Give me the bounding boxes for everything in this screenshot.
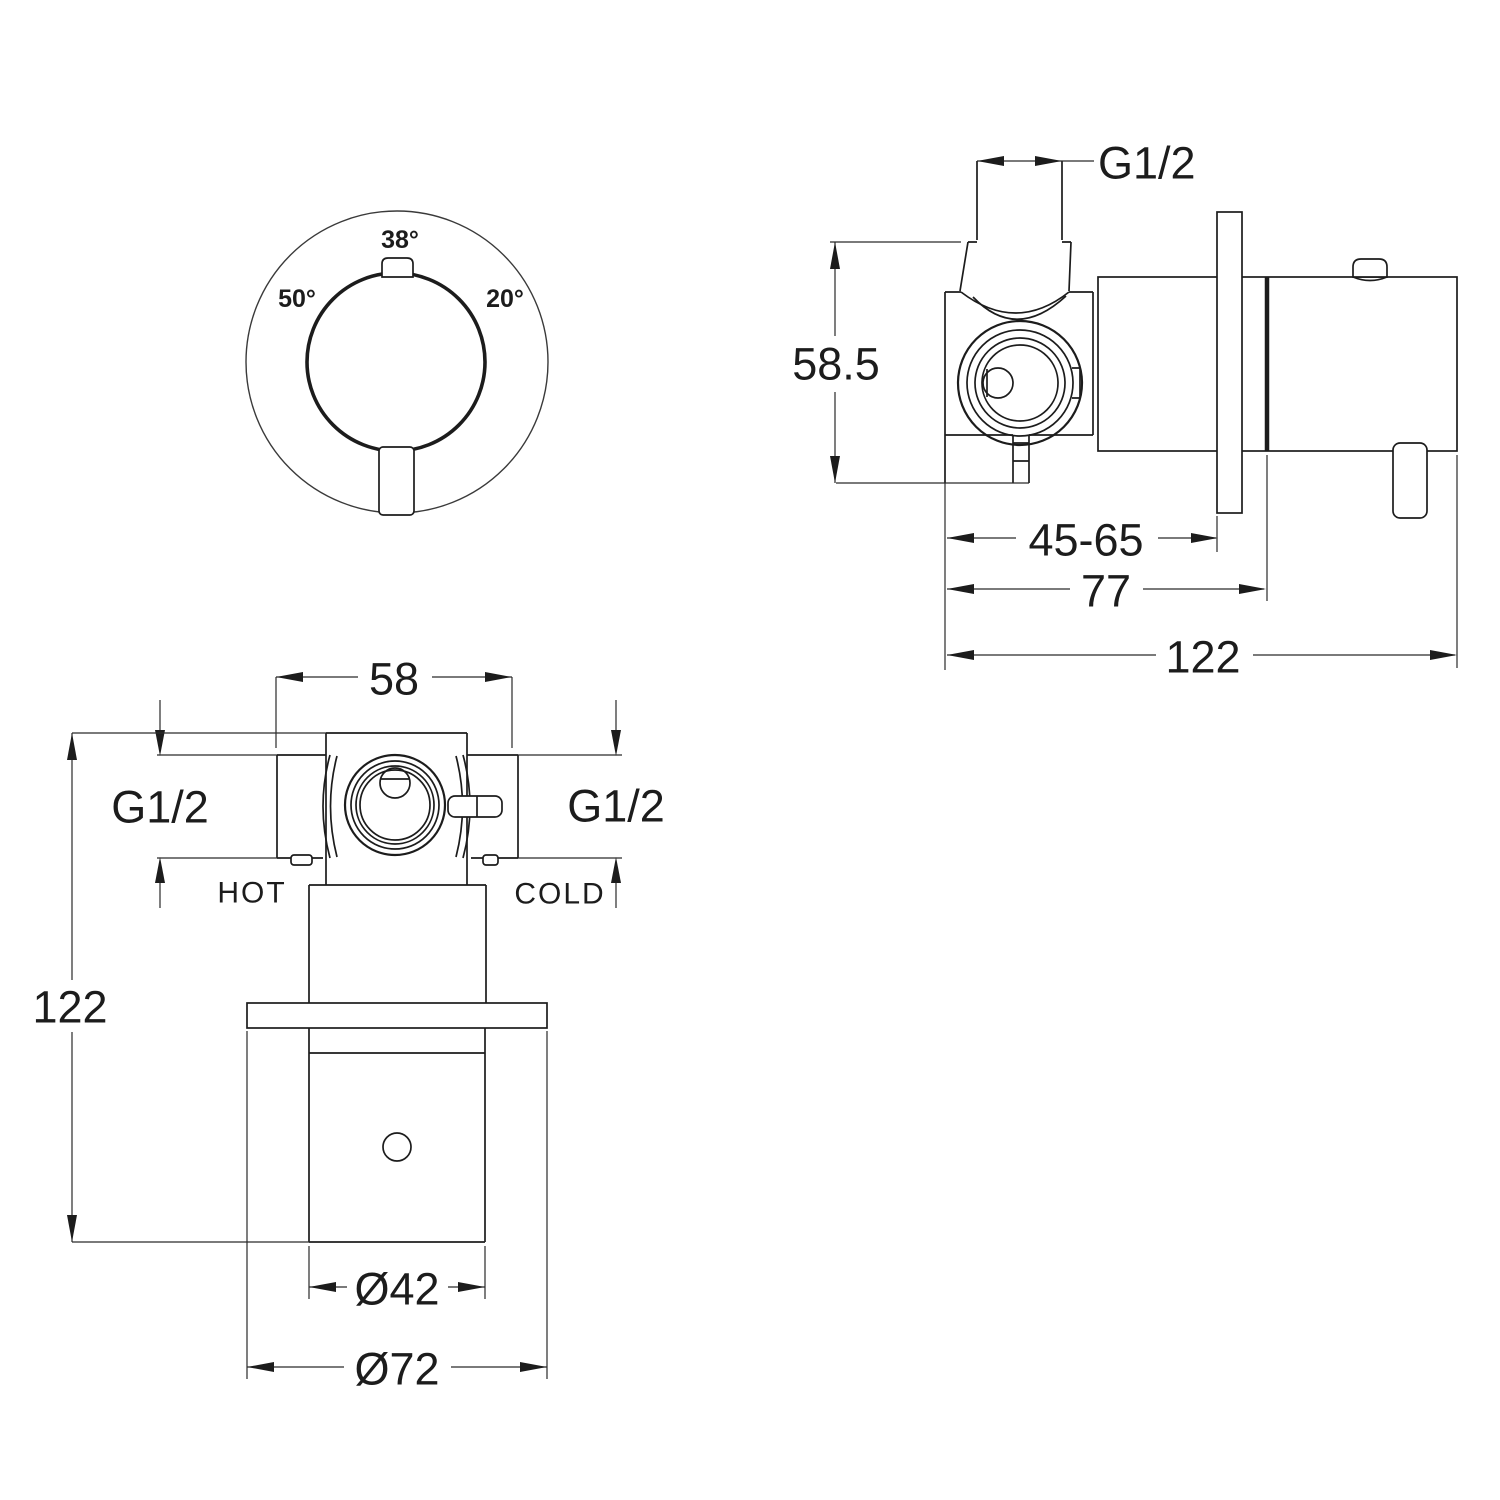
side-overall-length-label: 122 — [1165, 632, 1240, 683]
front-elevation-view: 58 G1/2 G1/2 HOT COLD 122 — [32, 654, 664, 1395]
front-hot-label: HOT — [217, 877, 286, 910]
front-sleeve-diameter-label: Ø42 — [354, 1264, 439, 1315]
dial-index-tab — [381, 257, 414, 278]
side-temp-knob — [1352, 258, 1388, 278]
side-dim-depth-joint: 77 — [947, 455, 1268, 617]
front-lever-stub — [447, 795, 503, 818]
side-body-outline — [944, 161, 1458, 519]
side-dim-thread: G1/2 — [977, 138, 1196, 189]
front-height-label: 122 — [32, 982, 107, 1033]
side-thread-label: G1/2 — [1098, 138, 1196, 189]
temperature-dial-view: 38° 50° 20° — [245, 210, 549, 516]
dial-label-38: 38° — [381, 226, 419, 254]
side-wall-plate — [1216, 211, 1243, 514]
side-depth-range-label: 45-65 — [1028, 515, 1143, 566]
side-height-label: 58.5 — [792, 339, 880, 390]
side-depth-joint-label: 77 — [1081, 566, 1131, 617]
front-thread-right-label: G1/2 — [567, 781, 665, 832]
dial-label-20: 20° — [486, 285, 524, 313]
front-sleeve-screw — [382, 1132, 412, 1162]
front-thread-left-label: G1/2 — [111, 782, 209, 833]
side-cartridge-clip — [1072, 367, 1081, 399]
dial-label-50: 50° — [278, 285, 316, 313]
dial-handle-circle — [305, 271, 487, 453]
front-dim-overall-height: 122 — [32, 732, 485, 1243]
front-dim-plate-diameter: Ø72 — [246, 1031, 548, 1395]
front-plate-diameter-label: Ø72 — [354, 1344, 439, 1395]
front-cartridge-pin — [379, 767, 411, 799]
front-cold-port-tab — [482, 854, 499, 866]
front-dim-thread-right: G1/2 — [518, 700, 665, 908]
side-dim-height: 58.5 — [792, 241, 1029, 484]
front-width-label: 58 — [369, 654, 419, 705]
front-cold-label: COLD — [514, 878, 605, 911]
side-flow-lever — [1392, 442, 1428, 519]
front-body-outline — [246, 732, 548, 1243]
front-wall-plate — [246, 1002, 548, 1029]
front-dim-thread-left: G1/2 — [111, 700, 277, 908]
side-cartridge-pin — [982, 367, 1014, 399]
front-dim-width: 58 — [275, 654, 513, 748]
side-trim-housing — [1097, 276, 1458, 452]
front-hot-port-tab — [290, 854, 313, 866]
side-dim-overall-length: 122 — [947, 455, 1458, 683]
front-dim-sleeve-diameter: Ø42 — [308, 1246, 486, 1315]
side-dim-depth-range: 45-65 — [944, 483, 1218, 670]
dial-lever-handle — [378, 446, 415, 516]
side-elevation-view: G1/2 58.5 45-65 77 — [792, 138, 1458, 683]
